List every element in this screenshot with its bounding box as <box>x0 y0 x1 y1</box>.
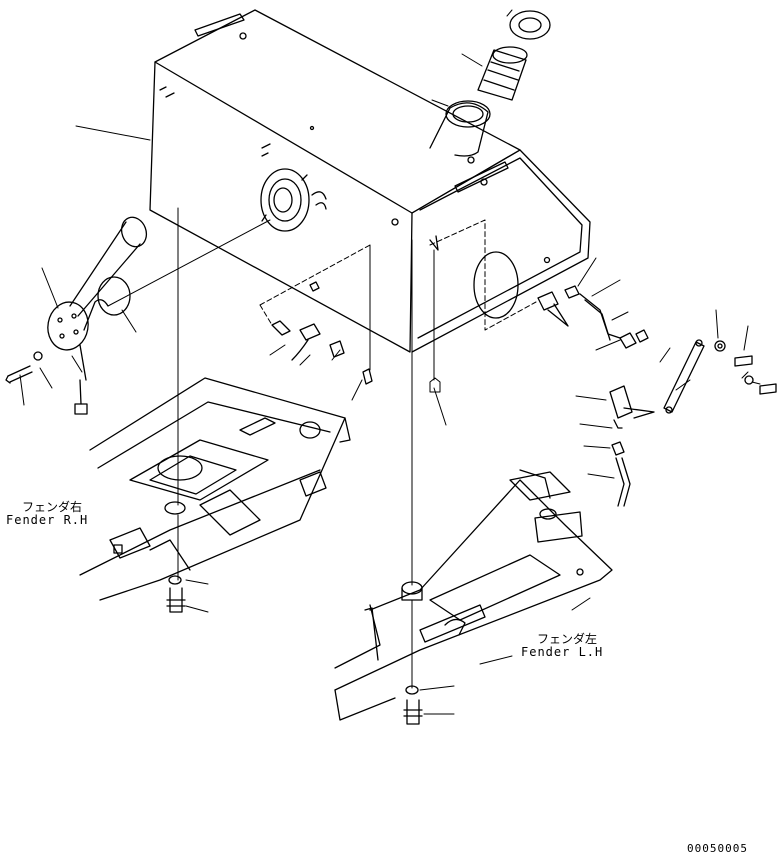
assembly-guides <box>107 207 441 689</box>
gauge-bolt <box>5 351 43 384</box>
fuel-tank <box>149 9 591 353</box>
tank-strap <box>663 339 705 414</box>
side-opening <box>473 251 519 319</box>
mount-rh <box>164 501 186 613</box>
leader-lines <box>19 9 761 715</box>
filler-neck <box>429 100 491 157</box>
strap-washers-bolts <box>714 340 777 395</box>
fuel-cap <box>509 10 551 40</box>
fender-rh-label-en: Fender R.H <box>6 513 89 527</box>
fuel-hose-assembly <box>537 285 655 507</box>
gauge-gasket <box>97 276 131 316</box>
fender-lh-label-en: Fender L.H <box>521 645 604 659</box>
fender-rh-label-jp: フェンダ右 <box>22 500 83 514</box>
fender-lh-label-jp: フェンダ左 <box>537 632 598 646</box>
fuel-strainer <box>477 46 528 101</box>
fuel-gauge-port <box>260 168 310 232</box>
drain-valve-group <box>271 281 373 385</box>
fender-lh <box>334 469 613 721</box>
fuel-gauge-float <box>47 216 148 415</box>
dashed-guides <box>259 219 537 371</box>
drawing-number: 00050005 <box>687 842 748 854</box>
fender-rh <box>79 377 351 601</box>
